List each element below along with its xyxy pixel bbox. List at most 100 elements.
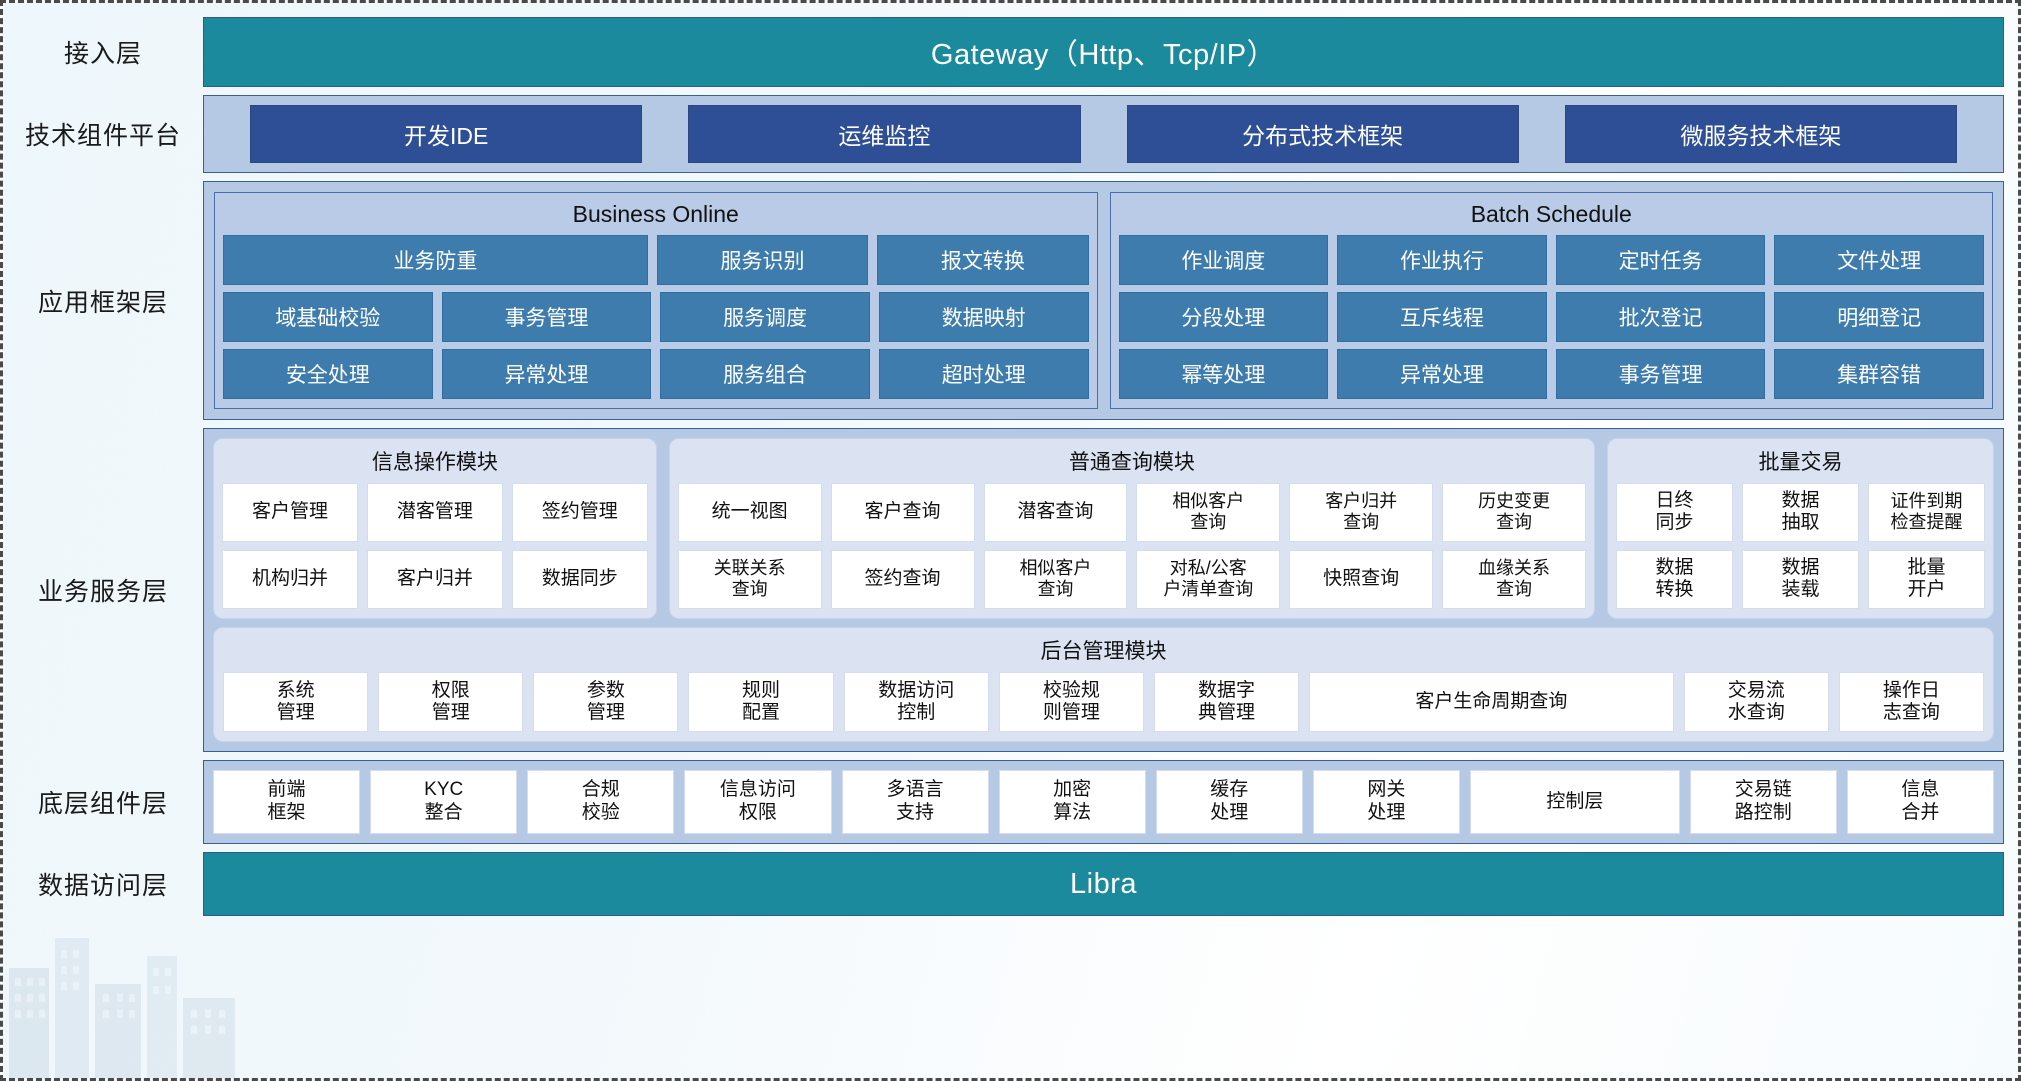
data-access-bar: Libra bbox=[203, 852, 2004, 917]
bottom-component-cell[interactable]: 交易链路控制 bbox=[1689, 770, 1837, 835]
business-module-row: 数据转换数据装载批量开户 bbox=[1616, 549, 1986, 609]
app-framework-cell[interactable]: 服务识别 bbox=[656, 235, 869, 285]
business-module-cell[interactable]: 相似客户查询 bbox=[1136, 483, 1281, 542]
app-framework-cell[interactable]: 超时处理 bbox=[878, 349, 1089, 399]
business-module-cell[interactable]: 批量开户 bbox=[1868, 549, 1986, 609]
business-module-cell[interactable]: 历史变更查询 bbox=[1442, 483, 1586, 542]
app-framework-cell[interactable]: 报文转换 bbox=[877, 235, 1089, 285]
admin-module-cell[interactable]: 数据字典管理 bbox=[1153, 671, 1300, 733]
app-framework-row: 分段处理互斥线程批次登记明细登记 bbox=[1118, 292, 1984, 342]
app-framework-cell[interactable]: 明细登记 bbox=[1774, 292, 1984, 342]
app-framework-cell[interactable]: 业务防重 bbox=[223, 235, 648, 285]
admin-module-cell[interactable]: 参数管理 bbox=[533, 671, 679, 733]
business-module-title: 普通查询模块 bbox=[1068, 451, 1195, 474]
business-module-cell[interactable]: 数据同步 bbox=[511, 549, 648, 609]
business-module-title: 信息操作模块 bbox=[371, 451, 498, 474]
layer-grid: 接入层 Gateway（Http、Tcp/IP） 技术组件平台 开发IDE 运维监控分布… bbox=[3, 3, 2018, 1078]
admin-module-cell[interactable]: 数据访问控制 bbox=[843, 671, 989, 733]
business-module-cell[interactable]: 日终同步 bbox=[1616, 483, 1734, 542]
admin-module-cell[interactable]: 操作日志查询 bbox=[1838, 671, 1985, 733]
admin-module-cell[interactable]: 系统管理 bbox=[223, 671, 369, 733]
app-framework-cell[interactable]: 服务调度 bbox=[660, 292, 870, 342]
app-framework-cell[interactable]: 互斥线程 bbox=[1337, 292, 1547, 342]
bottom-component-cell[interactable]: 合规校验 bbox=[527, 770, 675, 835]
app-framework-cell[interactable]: 分段处理 bbox=[1118, 292, 1329, 342]
app-framework-cell[interactable]: 作业调度 bbox=[1118, 235, 1329, 285]
app-framework-rows: 作业调度作业执行定时任务文件处理分段处理互斥线程批次登记明细登记幂等处理异常处理… bbox=[1118, 235, 1984, 399]
app-framework-row: 安全处理异常处理服务组合超时处理 bbox=[223, 349, 1089, 399]
admin-module-cell[interactable]: 规则配置 bbox=[688, 671, 834, 733]
app-framework-cell[interactable]: 服务组合 bbox=[660, 349, 870, 399]
business-module-cell[interactable]: 客户归并 bbox=[366, 549, 503, 609]
business-module-cell[interactable]: 潜客查询 bbox=[983, 483, 1128, 542]
business-module-title: 批量交易 bbox=[1758, 451, 1843, 474]
app-framework-cell[interactable]: 集群容错 bbox=[1774, 349, 1984, 399]
app-framework-group-title: Business Online bbox=[572, 201, 739, 227]
bottom-component-cell[interactable]: 信息访问权限 bbox=[684, 770, 832, 835]
business-module-row: 关联关系查询签约查询相似客户查询对私/公客户清单查询快照查询血缘关系查询 bbox=[677, 549, 1586, 609]
business-module-cell[interactable]: 客户管理 bbox=[222, 483, 358, 542]
layer-body-access: Gateway（Http、Tcp/IP） bbox=[203, 17, 2004, 87]
app-framework-cell[interactable]: 作业执行 bbox=[1337, 235, 1547, 285]
app-framework-cell[interactable]: 域基础校验 bbox=[223, 292, 433, 342]
app-framework-cell[interactable]: 异常处理 bbox=[441, 349, 652, 399]
business-module-cell[interactable]: 客户归并查询 bbox=[1289, 483, 1434, 542]
admin-module-title: 后台管理模块 bbox=[1040, 639, 1167, 663]
app-framework-cell[interactable]: 异常处理 bbox=[1337, 349, 1547, 399]
admin-module-cell[interactable]: 客户生命周期查询 bbox=[1309, 671, 1674, 733]
business-module-cell[interactable]: 机构归并 bbox=[222, 549, 358, 609]
business-module-cell[interactable]: 客户查询 bbox=[830, 483, 975, 542]
business-module-cell[interactable]: 签约管理 bbox=[511, 483, 648, 542]
app-framework-cell[interactable]: 批次登记 bbox=[1555, 292, 1766, 342]
business-module-cell[interactable]: 相似客户查询 bbox=[983, 549, 1128, 609]
app-framework-cell[interactable]: 定时任务 bbox=[1555, 235, 1766, 285]
business-module-cell[interactable]: 签约查询 bbox=[830, 549, 975, 609]
layer-body-business-service: 信息操作模块客户管理潜客管理签约管理机构归并客户归并数据同步 普通查询模块统一视图… bbox=[203, 428, 2004, 753]
business-module-cell[interactable]: 对私/公客户清单查询 bbox=[1136, 549, 1281, 609]
app-framework-row: 业务防重服务识别报文转换 bbox=[223, 235, 1089, 285]
app-framework-cell[interactable]: 幂等处理 bbox=[1118, 349, 1329, 399]
tech-box-1[interactable]: 开发IDE bbox=[250, 105, 643, 163]
admin-module-row: 系统管理权限管理参数管理规则配置数据访问控制校验规则管理数据字典管理客户生命周期… bbox=[223, 671, 1985, 733]
business-module-row: 日终同步数据抽取证件到期检查提醒 bbox=[1616, 483, 1986, 542]
app-framework-cell[interactable]: 数据映射 bbox=[878, 292, 1089, 342]
bottom-component-cell[interactable]: 网关处理 bbox=[1312, 770, 1460, 835]
business-module-cell[interactable]: 关联关系查询 bbox=[677, 549, 822, 609]
bottom-component-cell[interactable]: 缓存处理 bbox=[1155, 770, 1303, 835]
business-module-cell[interactable]: 快照查询 bbox=[1289, 549, 1434, 609]
app-framework-cell[interactable]: 事务管理 bbox=[441, 292, 652, 342]
business-module-cell[interactable]: 数据抽取 bbox=[1742, 483, 1860, 542]
admin-module-cell[interactable]: 校验规则管理 bbox=[998, 671, 1144, 733]
app-framework-cell[interactable]: 事务管理 bbox=[1555, 349, 1766, 399]
app-framework-row: 域基础校验事务管理服务调度数据映射 bbox=[223, 292, 1089, 342]
bottom-component-cell[interactable]: 加密算法 bbox=[998, 770, 1146, 835]
tech-box-4[interactable]: 微服务技术框架 bbox=[1564, 105, 1957, 163]
tech-box-2[interactable]: 运维监控 bbox=[688, 105, 1081, 163]
tech-box-3[interactable]: 分布式技术框架 bbox=[1126, 105, 1519, 163]
app-framework-cell[interactable]: 安全处理 bbox=[223, 349, 433, 399]
business-module-row: 统一视图客户查询潜客查询相似客户查询客户归并查询历史变更查询 bbox=[677, 483, 1586, 542]
business-module-cell[interactable]: 数据装载 bbox=[1742, 549, 1860, 609]
admin-module-cell[interactable]: 交易流水查询 bbox=[1683, 671, 1829, 733]
business-module-cell[interactable]: 证件到期检查提醒 bbox=[1868, 483, 1986, 542]
layer-label-access: 接入层 bbox=[63, 40, 142, 68]
bottom-component-cell[interactable]: 前端框架 bbox=[213, 770, 361, 835]
admin-module-cell[interactable]: 权限管理 bbox=[378, 671, 524, 733]
layer-label-tech-platform: 技术组件平台 bbox=[24, 122, 181, 150]
business-module-cell[interactable]: 潜客管理 bbox=[366, 483, 503, 542]
business-module-cell[interactable]: 血缘关系查询 bbox=[1442, 549, 1586, 609]
bottom-component-cell[interactable]: 信息合并 bbox=[1846, 770, 1994, 835]
business-module-cell[interactable]: 统一视图 bbox=[677, 483, 822, 542]
layer-body-tech-platform: 开发IDE 运维监控分布式技术框架微服务技术框架 bbox=[203, 95, 2004, 173]
app-framework-cell[interactable]: 文件处理 bbox=[1774, 235, 1984, 285]
bottom-component-cell[interactable]: 多语言支持 bbox=[841, 770, 989, 835]
business-module-cell[interactable]: 数据转换 bbox=[1616, 549, 1734, 609]
tech-platform-panel: 开发IDE 运维监控分布式技术框架微服务技术框架 bbox=[203, 95, 2004, 173]
bottom-component-cell[interactable]: 控制层 bbox=[1470, 770, 1680, 835]
